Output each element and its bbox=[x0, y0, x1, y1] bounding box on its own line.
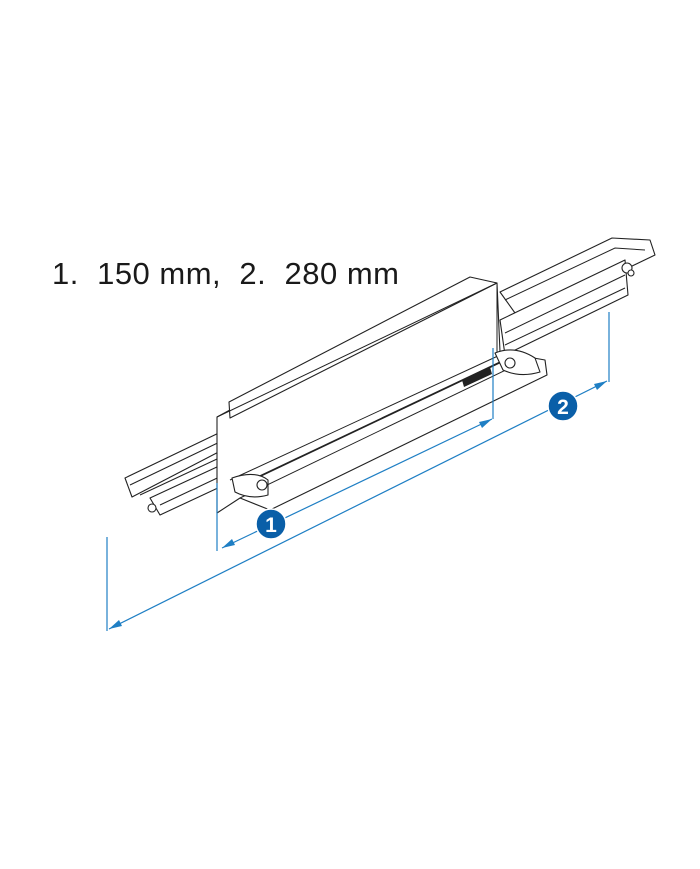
dimension-1: 1 bbox=[216, 348, 494, 551]
marker-1 bbox=[255, 508, 287, 540]
connector-body bbox=[216, 276, 548, 514]
dimension-2: 2 bbox=[106, 312, 610, 631]
marker-1-label: 1 bbox=[265, 514, 277, 537]
marker-2 bbox=[547, 390, 579, 422]
dimension-caption: 1. 150 mm, 2. 280 mm bbox=[52, 256, 400, 291]
brand-label bbox=[462, 367, 492, 387]
right-rail bbox=[499, 237, 656, 356]
marker-2-label: 2 bbox=[557, 396, 569, 419]
